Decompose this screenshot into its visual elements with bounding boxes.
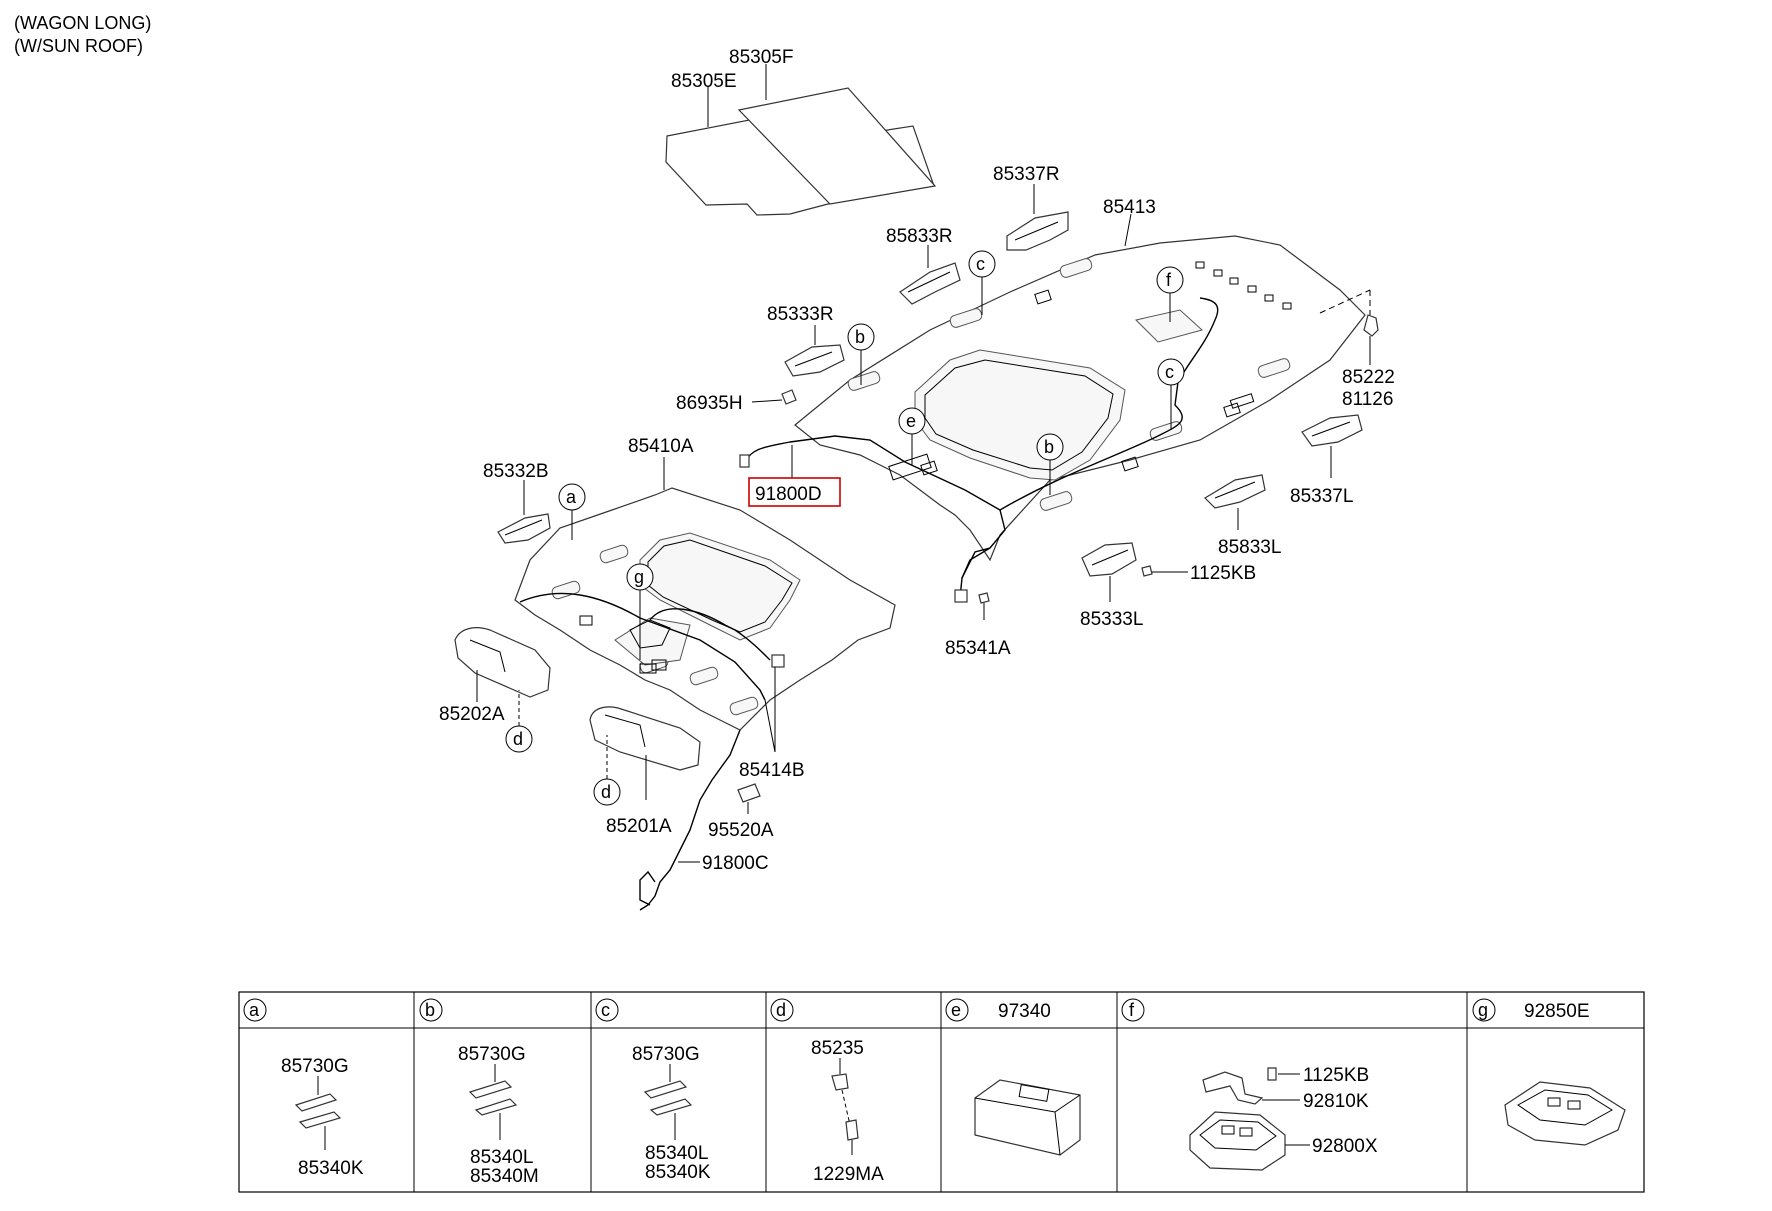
svg-text:a: a bbox=[566, 487, 577, 507]
label-85833L[interactable]: 85833L bbox=[1218, 537, 1281, 558]
legend-b-letter: b bbox=[425, 1000, 435, 1020]
legend-b-part-3[interactable]: 85340M bbox=[470, 1166, 539, 1187]
svg-text:c: c bbox=[976, 254, 985, 274]
label-85305F[interactable]: 85305F bbox=[729, 47, 793, 68]
marker-d-left[interactable]: d bbox=[505, 690, 533, 753]
legend-f-letter: f bbox=[1129, 1000, 1135, 1020]
legend-cell-g: g 92850E bbox=[1472, 998, 1626, 1146]
label-85414B[interactable]: 85414B bbox=[739, 760, 805, 781]
headliner-front-85410A bbox=[514, 487, 896, 731]
overhead-console-92850E-drawing bbox=[1504, 1081, 1626, 1146]
svg-text:c: c bbox=[1165, 362, 1174, 382]
label-85410A[interactable]: 85410A bbox=[628, 436, 694, 457]
label-91800D[interactable]: 91800D bbox=[755, 484, 822, 505]
label-1125KB[interactable]: 1125KB bbox=[1190, 563, 1256, 584]
sunroof-shade-pad-85305F bbox=[737, 87, 937, 205]
legend-g-letter: g bbox=[1478, 1000, 1488, 1020]
svg-text:b: b bbox=[1044, 437, 1054, 457]
bracket-85333R bbox=[784, 344, 845, 377]
legend-c-part-3[interactable]: 85340K bbox=[645, 1162, 711, 1183]
legend-e-letter: e bbox=[951, 1000, 961, 1020]
module-97340-drawing bbox=[974, 1079, 1081, 1156]
legend-b-part-1[interactable]: 85730G bbox=[458, 1044, 526, 1065]
legend-cell-a: a 85730G 85340K bbox=[243, 998, 364, 1179]
wiring-harness-91800C-path bbox=[639, 729, 741, 911]
marker-g[interactable]: g bbox=[626, 563, 654, 660]
legend-cell-f: f 1125KB 92810K 92800X bbox=[1121, 998, 1378, 1171]
legend-cell-c: c 85730G 85340L 85340K bbox=[595, 998, 711, 1183]
label-95520A[interactable]: 95520A bbox=[708, 820, 774, 841]
clip-86935H bbox=[781, 389, 797, 405]
bracket-85337L bbox=[1301, 414, 1363, 447]
marker-c-right[interactable]: c bbox=[1157, 358, 1185, 430]
sun-visor-85201A bbox=[589, 706, 701, 771]
legend-f-part-3[interactable]: 92800X bbox=[1312, 1136, 1378, 1157]
sensor-95520A bbox=[737, 783, 761, 803]
bracket-85833R bbox=[899, 262, 961, 305]
svg-text:e: e bbox=[906, 411, 916, 431]
clip-85222 bbox=[1363, 314, 1379, 337]
svg-text:f: f bbox=[1166, 270, 1172, 290]
legend-d-letter: d bbox=[776, 1000, 786, 1020]
label-85222[interactable]: 85222 bbox=[1342, 367, 1395, 388]
legend-e-header[interactable]: 97340 bbox=[998, 1001, 1051, 1022]
legend-f-part-1[interactable]: 1125KB bbox=[1303, 1065, 1369, 1086]
label-85332B[interactable]: 85332B bbox=[483, 461, 549, 482]
legend-a-part-1[interactable]: 85730G bbox=[281, 1056, 349, 1077]
header-line-2: (W/SUN ROOF) bbox=[14, 36, 143, 56]
legend-a-part-2[interactable]: 85340K bbox=[298, 1158, 364, 1179]
label-85337R[interactable]: 85337R bbox=[993, 164, 1060, 185]
label-85833R[interactable]: 85833R bbox=[886, 226, 953, 247]
highlight-box-91800D bbox=[748, 477, 841, 507]
label-81126[interactable]: 81126 bbox=[1342, 389, 1393, 410]
svg-text:d: d bbox=[601, 782, 611, 802]
svg-text:b: b bbox=[855, 327, 865, 347]
marker-e[interactable]: e bbox=[898, 407, 926, 465]
wiring-harness-91800D-path bbox=[744, 435, 1006, 599]
label-85333R[interactable]: 85333R bbox=[767, 304, 834, 325]
legend-g-header[interactable]: 92850E bbox=[1524, 1001, 1590, 1022]
label-85337L[interactable]: 85337L bbox=[1290, 486, 1353, 507]
legend-f-part-2[interactable]: 92810K bbox=[1303, 1091, 1369, 1112]
svg-text:d: d bbox=[513, 729, 523, 749]
marker-b-left[interactable]: b bbox=[847, 323, 875, 385]
sun-visor-85202A bbox=[454, 627, 551, 698]
legend-cell-e: e 97340 bbox=[945, 998, 1081, 1156]
bolt-1125KB bbox=[1141, 565, 1153, 577]
header-line-1: (WAGON LONG) bbox=[14, 13, 151, 33]
map-lamp-92800X-drawing bbox=[1189, 1111, 1286, 1171]
clip-85341A bbox=[978, 592, 990, 604]
legend-table bbox=[238, 991, 1645, 1193]
legend-cell-b: b 85730G 85340L 85340M bbox=[419, 998, 539, 1187]
marker-d-right[interactable]: d bbox=[593, 735, 621, 806]
svg-text:g: g bbox=[634, 567, 644, 587]
bracket-85332B bbox=[497, 513, 551, 544]
label-85413[interactable]: 85413 bbox=[1103, 197, 1156, 218]
label-86935H[interactable]: 86935H bbox=[676, 393, 743, 414]
legend-cell-d: d 85235 1229MA bbox=[770, 998, 884, 1185]
legend-c-letter: c bbox=[601, 1000, 610, 1020]
legend-a-letter: a bbox=[249, 1000, 260, 1020]
label-85333L[interactable]: 85333L bbox=[1080, 609, 1143, 630]
bracket-85333L bbox=[1081, 542, 1137, 577]
label-85202A[interactable]: 85202A bbox=[439, 704, 505, 725]
legend-c-part-2[interactable]: 85340L bbox=[645, 1143, 708, 1164]
bracket-85833L bbox=[1204, 474, 1266, 509]
marker-c-left[interactable]: c bbox=[968, 250, 996, 315]
marker-a-front[interactable]: a bbox=[558, 483, 586, 540]
legend-d-part-1[interactable]: 85235 bbox=[811, 1038, 864, 1059]
label-85341A[interactable]: 85341A bbox=[945, 638, 1011, 659]
legend-c-part-1[interactable]: 85730G bbox=[632, 1044, 700, 1065]
legend-d-part-2[interactable]: 1229MA bbox=[813, 1164, 884, 1185]
label-85305E[interactable]: 85305E bbox=[671, 71, 737, 92]
legend-b-part-2[interactable]: 85340L bbox=[470, 1147, 533, 1168]
bracket-85337R bbox=[1006, 211, 1069, 251]
label-85201A[interactable]: 85201A bbox=[606, 816, 672, 837]
marker-b-right[interactable]: b bbox=[1036, 433, 1064, 495]
marker-f[interactable]: f bbox=[1156, 266, 1184, 322]
label-91800C[interactable]: 91800C bbox=[702, 853, 769, 874]
headliner-rear-85413 bbox=[794, 235, 1366, 562]
